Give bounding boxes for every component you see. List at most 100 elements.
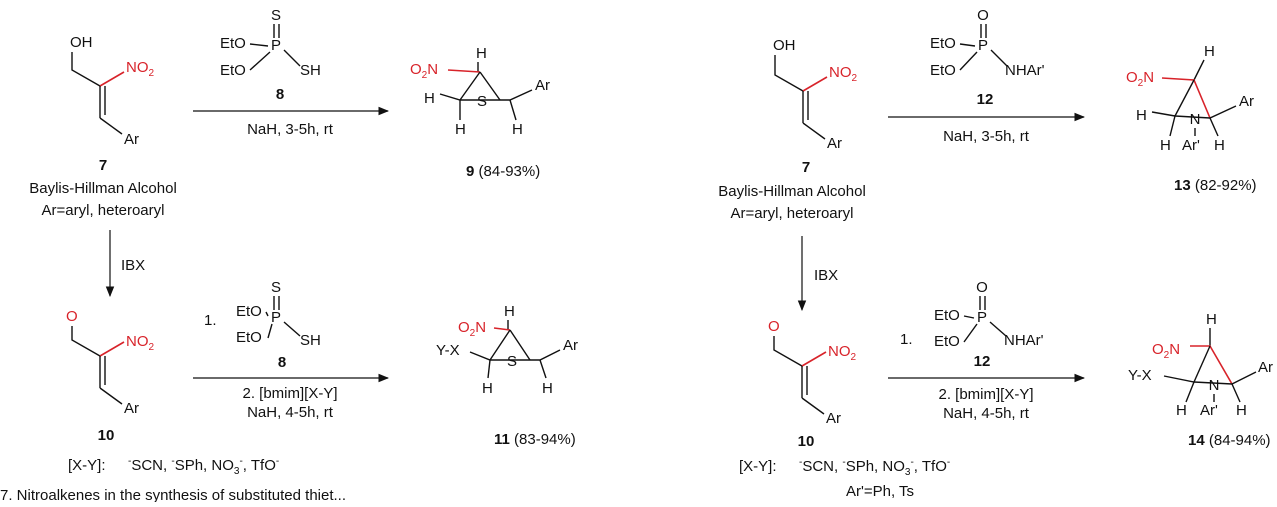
conditions-top: NaH, 3-5h, rt xyxy=(247,121,334,138)
svg-text:H: H xyxy=(1236,402,1247,419)
ar-prime-definition: Ar'=Ph, Ts xyxy=(846,483,914,500)
svg-text:[X-Y]:: [X-Y]: xyxy=(739,458,777,475)
svg-text:H: H xyxy=(542,380,553,397)
svg-text:14 (84-94%): 14 (84-94%) xyxy=(1188,432,1271,449)
svg-text:H: H xyxy=(1136,107,1147,124)
svg-text:Ar=aryl, heteroaryl: Ar=aryl, heteroaryl xyxy=(731,205,854,222)
svg-text:NHAr': NHAr' xyxy=(1004,332,1044,349)
svg-text:9 (84-93%): 9 (84-93%) xyxy=(466,163,540,180)
svg-text:12: 12 xyxy=(974,353,991,370)
svg-text:NO2: NO2 xyxy=(828,343,857,363)
svg-text:EtO: EtO xyxy=(220,62,246,79)
svg-text:H: H xyxy=(504,303,515,320)
product-9: O2N H S H Ar H H 9 (84-93%) xyxy=(410,45,550,180)
bh-alcohol-7-left: OH NO2 Ar 7 Baylis-Hillman Alcohol Ar=ar… xyxy=(29,34,177,219)
conditions-bottom: NaH, 4-5h, rt xyxy=(247,404,334,421)
svg-text:Ar': Ar' xyxy=(1200,402,1218,419)
step2-label: 2. [bmim][X-Y] xyxy=(242,385,337,402)
aldehyde-10-left: O NO2 Ar 10 xyxy=(66,308,155,444)
svg-text:Ar: Ar xyxy=(826,410,841,427)
svg-text:-SCN, -SPh, NO3-, TfO-: -SCN, -SPh, NO3-, TfO- xyxy=(128,456,279,477)
product-11: O2N H S Y-X Ar H H 11 (83-94%) xyxy=(436,303,578,448)
compound-name: Baylis-Hillman Alcohol xyxy=(29,180,177,197)
svg-text:Ar: Ar xyxy=(563,337,578,354)
svg-text:H: H xyxy=(1214,137,1225,154)
svg-text:N: N xyxy=(1209,377,1220,394)
svg-text:Ar: Ar xyxy=(827,135,842,152)
svg-text:P: P xyxy=(978,37,988,54)
svg-text:8: 8 xyxy=(278,354,286,371)
ibx-label: IBX xyxy=(121,257,145,274)
svg-text:EtO: EtO xyxy=(236,329,262,346)
no2-label: NO2 xyxy=(126,59,155,79)
svg-text:[X-Y]:: [X-Y]: xyxy=(68,457,106,474)
svg-text:Baylis-Hillman Alcohol: Baylis-Hillman Alcohol xyxy=(718,183,866,200)
reagent-12-bottom: 1. O P EtO EtO NHAr' 12 xyxy=(900,279,1044,370)
svg-text:Ar': Ar' xyxy=(1182,137,1200,154)
svg-text:S: S xyxy=(507,353,517,370)
svg-text:SH: SH xyxy=(300,62,321,79)
counterion-list-left: [X-Y]: -SCN, -SPh, NO3-, TfO- xyxy=(68,456,279,477)
svg-text:H: H xyxy=(1204,43,1215,60)
reagent-12-top: O P EtO EtO NHAr' 12 xyxy=(930,7,1045,108)
svg-text:EtO: EtO xyxy=(930,62,956,79)
svg-text:H: H xyxy=(1206,311,1217,328)
svg-text:NHAr': NHAr' xyxy=(1005,62,1045,79)
svg-text:12: 12 xyxy=(977,91,994,108)
svg-text:H: H xyxy=(424,90,435,107)
product-13: O2N H N H Ar H Ar' H 13 (82-92%) xyxy=(1126,43,1257,194)
svg-text:IBX: IBX xyxy=(814,267,838,284)
svg-text:S: S xyxy=(477,93,487,110)
svg-text:NaH, 4-5h, rt: NaH, 4-5h, rt xyxy=(943,405,1030,422)
svg-text:P: P xyxy=(977,309,987,326)
figure-caption: 7. Nitroalkenes in the synthesis of subs… xyxy=(0,487,346,502)
left-panel: OH NO2 Ar 7 Baylis-Hillman Alcohol Ar=ar… xyxy=(0,7,578,504)
svg-text:S: S xyxy=(271,279,281,296)
svg-text:N: N xyxy=(1190,111,1201,128)
svg-text:1.: 1. xyxy=(900,331,913,348)
svg-text:S: S xyxy=(271,7,281,24)
aldehyde-10-right: O NO2 Ar 10 xyxy=(768,318,857,450)
svg-text:O: O xyxy=(976,279,988,296)
svg-text:P: P xyxy=(271,309,281,326)
svg-text:H: H xyxy=(455,121,466,138)
svg-text:EtO: EtO xyxy=(934,333,960,350)
svg-text:2. [bmim][X-Y]: 2. [bmim][X-Y] xyxy=(938,386,1033,403)
svg-text:EtO: EtO xyxy=(236,303,262,320)
svg-text:H: H xyxy=(476,45,487,62)
svg-text:O2N: O2N xyxy=(1126,69,1154,89)
product-14: O2N H N Y-X Ar H Ar' H 14 (84-94%) xyxy=(1128,311,1273,449)
svg-text:O2N: O2N xyxy=(1152,341,1180,361)
svg-text:P: P xyxy=(271,37,281,54)
compound-number-7: 7 xyxy=(99,157,107,174)
svg-text:11 (83-94%): 11 (83-94%) xyxy=(494,431,576,448)
svg-text:OH: OH xyxy=(773,37,796,54)
ar-definition: Ar=aryl, heteroaryl xyxy=(42,202,165,219)
svg-text:EtO: EtO xyxy=(934,307,960,324)
svg-text:Ar: Ar xyxy=(1258,359,1273,376)
svg-text:7: 7 xyxy=(802,159,810,176)
reagent-8-bottom: 1. S P EtO EtO SH 8 xyxy=(204,279,321,371)
svg-text:Y-X: Y-X xyxy=(1128,367,1152,384)
reagent-8-top: S P EtO EtO SH 8 xyxy=(220,7,321,103)
svg-text:SH: SH xyxy=(300,332,321,349)
bh-alcohol-7-right: OH NO2 Ar 7 Baylis-Hillman Alcohol Ar=ar… xyxy=(718,37,866,222)
svg-text:EtO: EtO xyxy=(220,35,246,52)
oh-label: OH xyxy=(70,34,93,51)
svg-text:Ar: Ar xyxy=(535,77,550,94)
svg-text:Y-X: Y-X xyxy=(436,342,460,359)
svg-text:O: O xyxy=(66,308,78,325)
svg-text:1.: 1. xyxy=(204,312,217,329)
svg-text:EtO: EtO xyxy=(930,35,956,52)
svg-text:10: 10 xyxy=(798,433,815,450)
ar-label: Ar xyxy=(124,131,139,148)
svg-text:O: O xyxy=(768,318,780,335)
right-panel: OH NO2 Ar 7 Baylis-Hillman Alcohol Ar=ar… xyxy=(718,7,1273,500)
svg-text:-SCN, -SPh, NO3-, TfO-: -SCN, -SPh, NO3-, TfO- xyxy=(799,457,950,478)
svg-text:O: O xyxy=(977,7,989,24)
svg-text:Ar: Ar xyxy=(1239,93,1254,110)
svg-text:13 (82-92%): 13 (82-92%) xyxy=(1174,177,1257,194)
svg-text:O2N: O2N xyxy=(410,61,438,81)
counterion-list-right: [X-Y]: -SCN, -SPh, NO3-, TfO- xyxy=(739,457,950,478)
